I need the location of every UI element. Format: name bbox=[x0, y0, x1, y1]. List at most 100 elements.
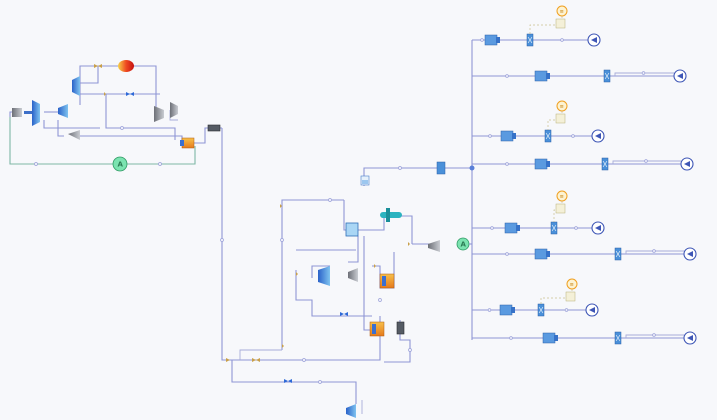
valve-gt-2[interactable] bbox=[94, 64, 102, 68]
valve-c-7[interactable] bbox=[408, 242, 410, 246]
branch-sink[interactable] bbox=[591, 221, 605, 235]
reheater[interactable] bbox=[379, 273, 395, 289]
economizer[interactable] bbox=[369, 321, 385, 337]
burner-outlet-line[interactable] bbox=[132, 65, 157, 110]
stream-node bbox=[505, 252, 509, 256]
expander-icon bbox=[170, 102, 178, 118]
hrsg-exchanger[interactable] bbox=[180, 137, 195, 149]
hot-gas-line[interactable] bbox=[80, 66, 99, 84]
valve-gt-1[interactable] bbox=[126, 92, 134, 96]
valve-c-6[interactable] bbox=[374, 264, 376, 268]
branch-exchanger[interactable] bbox=[534, 158, 550, 170]
drum-level-icon bbox=[362, 180, 368, 184]
cw-line[interactable] bbox=[363, 236, 372, 331]
air-compressor[interactable] bbox=[24, 100, 40, 126]
cooling-line[interactable] bbox=[43, 120, 100, 129]
branch-exchanger[interactable] bbox=[500, 130, 516, 142]
hp-steam-line[interactable] bbox=[363, 167, 472, 186]
turbine-link-line[interactable] bbox=[57, 120, 64, 137]
recycle-loop-line[interactable] bbox=[9, 117, 196, 165]
expander-icon bbox=[154, 106, 164, 122]
lp-exchanger-line[interactable] bbox=[311, 265, 330, 278]
branch-sink[interactable] bbox=[680, 157, 694, 171]
branch-exchanger[interactable] bbox=[534, 248, 550, 260]
turbine-steam-line[interactable] bbox=[348, 236, 359, 263]
header-analyzer[interactable]: A bbox=[456, 237, 470, 251]
condenser-column[interactable] bbox=[396, 321, 405, 335]
branch-offset-line[interactable] bbox=[625, 250, 684, 254]
lp-turbine[interactable] bbox=[318, 266, 330, 286]
steam-main-down[interactable] bbox=[221, 128, 232, 361]
branch-splitter[interactable] bbox=[550, 221, 558, 235]
branch-sink[interactable] bbox=[585, 303, 599, 317]
valve-c-8[interactable] bbox=[226, 358, 230, 362]
branch-controller[interactable]: ≡ bbox=[529, 5, 568, 34]
steam-header-line[interactable] bbox=[232, 340, 381, 361]
deaerator[interactable] bbox=[345, 222, 359, 237]
branch-splitter[interactable] bbox=[537, 303, 545, 317]
flue-gas-duct[interactable] bbox=[207, 124, 221, 132]
fuel-nozzle[interactable] bbox=[68, 130, 80, 140]
valve-icon bbox=[344, 312, 348, 316]
steam-separator[interactable] bbox=[380, 208, 402, 222]
feed-pump[interactable] bbox=[346, 404, 356, 418]
valve-c-9[interactable] bbox=[282, 344, 284, 348]
branch-sink[interactable] bbox=[683, 247, 697, 261]
branch-controller[interactable]: ≡ bbox=[540, 278, 578, 304]
mid-bypass-line[interactable] bbox=[105, 94, 176, 140]
heat-exchanger-icon bbox=[512, 133, 516, 139]
branch-sink[interactable] bbox=[587, 33, 601, 47]
branch-sink[interactable] bbox=[591, 129, 605, 143]
lower-branch-line[interactable] bbox=[239, 349, 282, 360]
stream-node bbox=[644, 159, 648, 163]
combustion-burner[interactable] bbox=[118, 60, 134, 72]
gas-turbine[interactable] bbox=[58, 104, 68, 118]
valve-gt-3[interactable] bbox=[104, 92, 106, 96]
drum-vent-line[interactable] bbox=[400, 215, 413, 244]
valve-c-1[interactable] bbox=[280, 204, 282, 208]
branch-splitter[interactable] bbox=[526, 33, 534, 47]
hp-compressor[interactable] bbox=[72, 76, 80, 96]
branch-exchanger[interactable] bbox=[504, 222, 520, 234]
branch-exchanger[interactable] bbox=[542, 332, 558, 344]
valve-c-4[interactable] bbox=[284, 379, 292, 383]
branch-sink[interactable] bbox=[673, 69, 687, 83]
branch-offset-line[interactable] bbox=[625, 334, 684, 338]
valve-c-2[interactable] bbox=[296, 272, 298, 276]
branch-sink[interactable] bbox=[683, 331, 697, 345]
valve-c-5[interactable] bbox=[252, 358, 260, 362]
branch-splitter[interactable] bbox=[614, 331, 622, 345]
fuel-line-top[interactable] bbox=[79, 65, 120, 105]
valve-c-3[interactable] bbox=[340, 312, 348, 316]
branch-exchanger[interactable] bbox=[534, 70, 550, 82]
exhaust-to-hrsg-line[interactable] bbox=[80, 135, 183, 140]
branch-exchanger[interactable] bbox=[499, 304, 515, 316]
stream-node bbox=[652, 249, 656, 253]
branch-offset-line[interactable] bbox=[612, 160, 681, 164]
branch-splitter[interactable] bbox=[614, 247, 622, 261]
branch-offset-line[interactable] bbox=[614, 72, 674, 76]
valve-icon bbox=[94, 64, 98, 68]
branch-splitter[interactable] bbox=[603, 69, 611, 83]
branch-controller[interactable]: ≡ bbox=[553, 190, 568, 222]
branch-exchanger[interactable] bbox=[484, 34, 500, 46]
main-steam-turbine[interactable] bbox=[428, 240, 440, 252]
header-junction[interactable] bbox=[469, 165, 475, 171]
valve-icon bbox=[280, 204, 282, 208]
stream-node bbox=[505, 162, 509, 166]
branch-splitter[interactable] bbox=[544, 129, 552, 143]
separator-line[interactable] bbox=[358, 216, 385, 231]
lp-return-line[interactable] bbox=[231, 360, 357, 404]
steam-expander[interactable] bbox=[348, 268, 358, 282]
steam-drum-small[interactable] bbox=[360, 175, 370, 186]
inner-loop-line[interactable] bbox=[295, 270, 372, 317]
branch-splitter[interactable] bbox=[601, 157, 609, 171]
recycle-analyzer[interactable]: A bbox=[112, 156, 128, 172]
branch-controller[interactable]: ≡ bbox=[547, 100, 568, 130]
splitter-c-1[interactable] bbox=[436, 161, 446, 175]
gray-expander-1[interactable] bbox=[154, 106, 164, 122]
inlet-filter[interactable] bbox=[12, 108, 22, 117]
gray-expander-2[interactable] bbox=[170, 102, 178, 118]
riser-line[interactable] bbox=[281, 199, 344, 350]
